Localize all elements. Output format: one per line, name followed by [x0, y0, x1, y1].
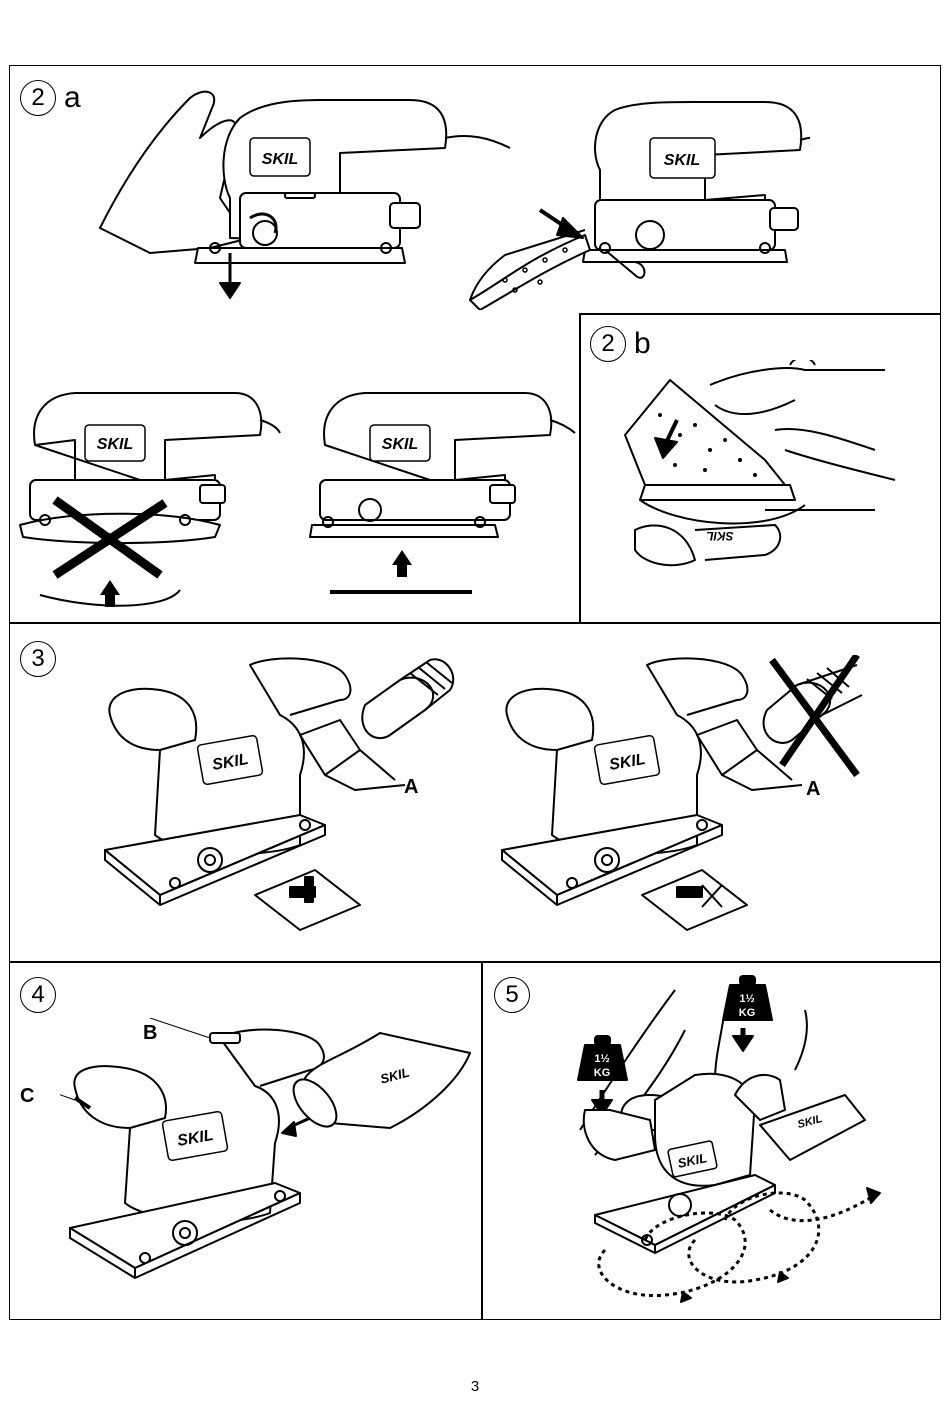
step-5-number: 5	[494, 977, 530, 1013]
callout-a-left: A	[404, 776, 419, 798]
step-4-number: 4	[20, 977, 56, 1013]
callout-c: C	[20, 1085, 35, 1107]
step-2a-suffix: a	[64, 81, 81, 114]
step-3-marker: 3	[20, 641, 56, 677]
sander-incorrect-illustration: SKIL	[15, 385, 285, 610]
step-2a-marker: 2 a	[20, 80, 81, 116]
weight-unit-right: KG	[739, 1007, 756, 1019]
brand-logo: SKIL	[211, 751, 250, 774]
sheet-perforation-illustration: SKIL	[615, 360, 935, 575]
divider-4-5	[481, 961, 483, 1320]
brand-logo: SKIL	[176, 1127, 215, 1150]
brand-logo-mirrored: SKIL	[706, 529, 733, 543]
step-5-marker: 5	[494, 977, 530, 1013]
brand-logo: SKIL	[97, 436, 133, 453]
step-2b-suffix: b	[634, 327, 651, 360]
page-number: 3	[470, 1378, 480, 1395]
step-2b-number: 2	[590, 326, 626, 362]
sander-insert-sheet-illustration: SKIL	[465, 90, 810, 310]
callout-a-right: A	[806, 778, 821, 800]
divider-row-2	[9, 622, 941, 624]
weight-unit-left: KG	[594, 1067, 611, 1079]
figure-frame	[9, 65, 941, 1320]
brand-logo: SKIL	[608, 751, 647, 774]
step-3-number: 3	[20, 641, 56, 677]
sanding-operation-illustration: 1½ KG 1½ KG SKIL SKIL	[575, 970, 895, 1305]
divider-2a-2b	[580, 313, 941, 315]
brand-logo: SKIL	[262, 151, 298, 168]
brand-logo: SKIL	[382, 436, 418, 453]
brand-logo: SKIL	[664, 152, 700, 169]
sander-without-adapter-illustration: SKIL	[497, 655, 867, 945]
step-2a-number: 2	[20, 80, 56, 116]
callout-b: B	[143, 1022, 158, 1044]
brand-logo-bag: SKIL	[379, 1064, 412, 1086]
step-4-marker: 4	[20, 977, 56, 1013]
divider-2b-left	[579, 313, 581, 623]
step-2b-marker: 2 b	[590, 326, 651, 362]
sander-with-adapter-illustration: SKIL	[100, 655, 470, 945]
weight-fraction-right: 1½	[739, 993, 754, 1005]
divider-row-3	[9, 961, 941, 963]
sander-dust-bag-illustration: SKIL SKIL	[60, 1018, 480, 1293]
sander-correct-illustration: SKIL	[300, 385, 580, 610]
brand-logo: SKIL	[676, 1150, 708, 1171]
weight-fraction-left: 1½	[594, 1053, 609, 1065]
sander-clamp-open-illustration: SKIL	[90, 78, 520, 308]
